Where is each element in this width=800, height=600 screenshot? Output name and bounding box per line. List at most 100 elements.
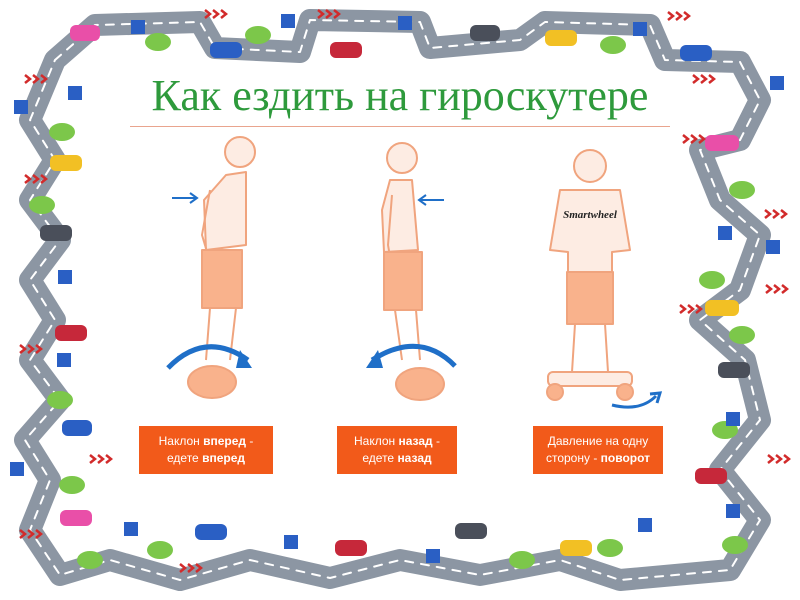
car-icon	[50, 155, 82, 171]
barrier-icon	[679, 304, 704, 314]
road-sign-icon	[57, 353, 71, 367]
barrier-icon	[19, 529, 44, 539]
car-icon	[40, 225, 72, 241]
barrier-icon	[24, 74, 49, 84]
road-sign-icon	[14, 100, 28, 114]
rider-legs	[394, 309, 421, 361]
tree-icon	[600, 36, 626, 54]
tree-icon	[147, 541, 173, 559]
barrier-icon	[692, 74, 717, 84]
car-icon	[55, 325, 87, 341]
arrow-curve-backward-icon	[370, 344, 457, 368]
road-sign-icon	[10, 462, 24, 476]
caption-backward: Наклон назад - едете назад	[337, 426, 457, 474]
page-title: Как ездить на гироскутере	[151, 71, 649, 120]
caption-text: сторону -	[545, 451, 601, 465]
rider-shorts	[201, 249, 243, 309]
hoverboard-wheel-icon	[616, 383, 634, 401]
road-sign-icon	[284, 535, 298, 549]
arrow-turn-icon	[611, 394, 658, 409]
car-icon	[705, 135, 739, 151]
hoverboard-wheel-icon	[395, 367, 445, 401]
barrier-icons	[19, 9, 792, 573]
rider-torso	[203, 171, 247, 251]
road-sign-icon	[638, 518, 652, 532]
car-icon	[560, 540, 592, 556]
tree-icon	[729, 326, 755, 344]
road-center-line	[24, 19, 761, 581]
barrier-icon	[764, 209, 789, 219]
tree-icon	[722, 536, 748, 554]
caption-text: Наклон	[353, 434, 399, 448]
caption-line: едете вперед	[139, 450, 273, 467]
car-icon	[195, 524, 227, 540]
road-sign-icon	[770, 76, 784, 90]
caption-text: едете	[167, 451, 203, 465]
hoverboard-wheel-icon	[187, 365, 237, 399]
barrier-icon	[24, 174, 49, 184]
tree-icon	[699, 271, 725, 289]
caption-text: едете	[362, 451, 398, 465]
rider-head-icon	[224, 136, 256, 168]
figure-lean-backward	[381, 142, 445, 401]
tree-icon	[245, 26, 271, 44]
car-icon	[545, 30, 577, 46]
caption-line: Наклон назад -	[337, 433, 457, 450]
car-icon	[680, 45, 712, 61]
road-sign-icon	[131, 20, 145, 34]
tree-icon	[597, 539, 623, 557]
tree-icons	[29, 26, 755, 569]
rider-legs	[571, 323, 609, 373]
caption-line: едете назад	[337, 450, 457, 467]
rider-head-icon	[386, 142, 418, 174]
caption-text: Давление на одну	[547, 434, 649, 448]
shirt-brand-label: Smartwheel	[563, 209, 618, 221]
tree-icon	[509, 551, 535, 569]
caption-bold: вперед	[203, 434, 247, 448]
road-sign-icon	[726, 412, 740, 426]
caption-forward: Наклон вперед - едете вперед	[139, 426, 273, 474]
car-icon	[718, 362, 750, 378]
caption-text: -	[246, 434, 254, 448]
car-icon	[695, 468, 727, 484]
rider-head-icon	[573, 149, 607, 183]
car-icon	[330, 42, 362, 58]
title-divider	[130, 126, 670, 127]
tree-icon	[77, 551, 103, 569]
caption-line: Наклон вперед -	[139, 433, 273, 450]
car-icon	[705, 300, 739, 316]
road-sign-icons	[10, 14, 784, 563]
figure-lean-forward	[187, 136, 256, 399]
barrier-icon	[89, 454, 114, 464]
caption-line: Давление на одну	[533, 433, 663, 450]
tree-icon	[29, 196, 55, 214]
caption-turn: Давление на одну сторону - поворот	[533, 426, 663, 474]
road-sign-icon	[766, 240, 780, 254]
hoverboard-icon	[547, 371, 633, 387]
road-sign-icon	[124, 522, 138, 536]
barrier-icon	[204, 9, 229, 19]
caption-bold: назад	[398, 434, 433, 448]
tree-icon	[145, 33, 171, 51]
car-icon	[455, 523, 487, 539]
rider-shorts	[383, 251, 423, 311]
car-icon	[70, 25, 100, 41]
barrier-icon	[682, 134, 707, 144]
road-sign-icon	[718, 226, 732, 240]
arrow-back-head-icon	[417, 194, 427, 206]
arrow-curve-forward-icon	[166, 344, 250, 370]
barrier-icon	[765, 284, 790, 294]
road-sign-icon	[398, 16, 412, 30]
caption-bold: поворот	[600, 451, 651, 465]
tree-icon	[47, 391, 73, 409]
figure-turn	[546, 149, 634, 401]
hoverboard-wheel-icon	[546, 383, 564, 401]
tree-icon	[729, 181, 755, 199]
barrier-icon	[317, 9, 342, 19]
tree-icon	[59, 476, 85, 494]
road-sign-icon	[68, 86, 82, 100]
road-sign-icon	[726, 504, 740, 518]
arrow-curve-forward-head-icon	[236, 350, 252, 368]
road-sign-icon	[58, 270, 72, 284]
